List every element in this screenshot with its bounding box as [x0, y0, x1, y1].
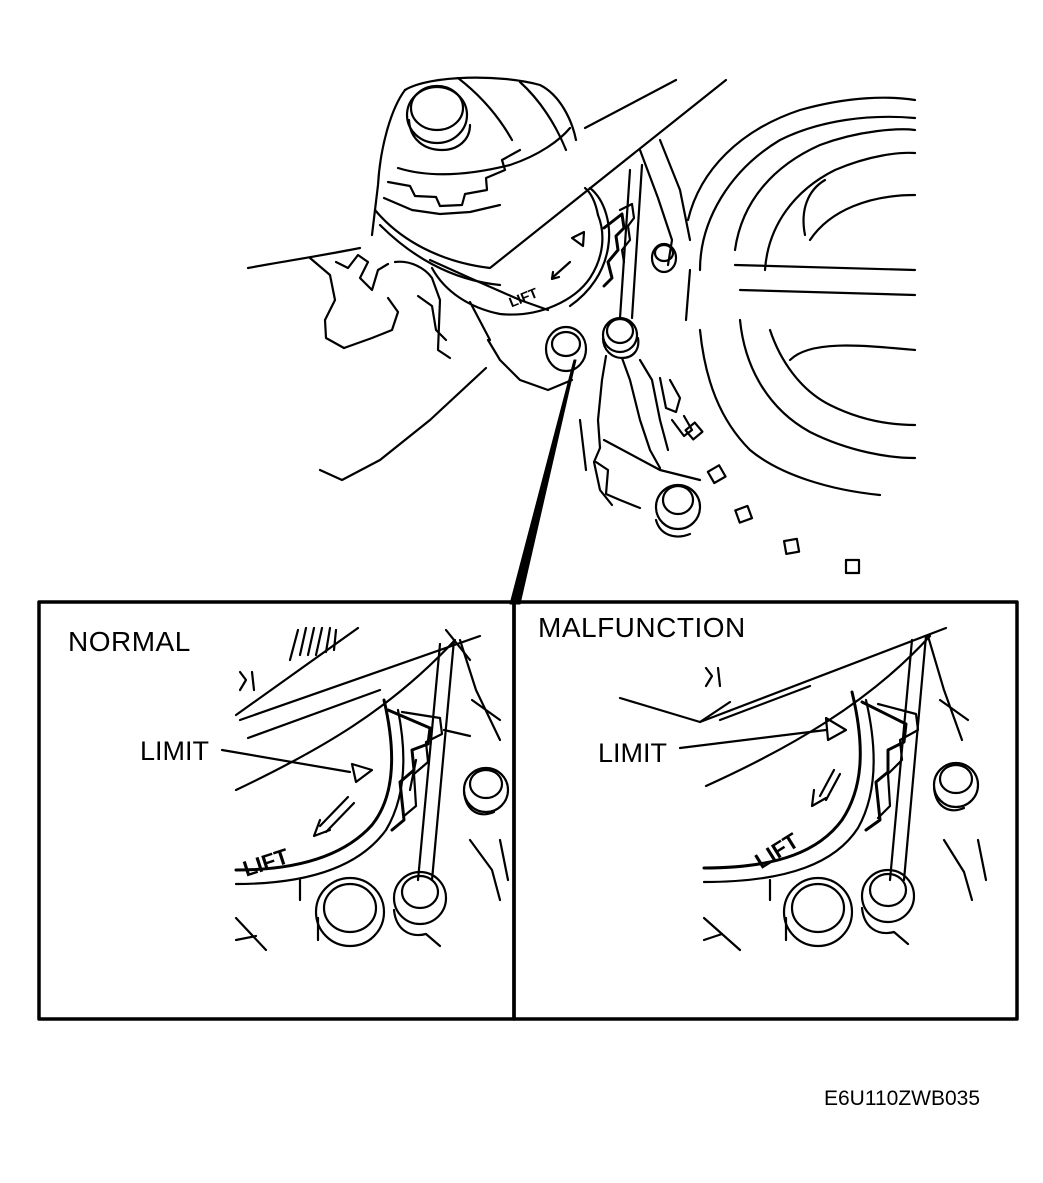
normal-lift-mark: LIFT [240, 843, 292, 881]
figure-code: E6U110ZWB035 [824, 1087, 981, 1110]
normal-limit-callout: LIMIT [140, 736, 210, 766]
panel-title-malfunction: MALFUNCTION [538, 612, 746, 643]
malfunction-limit-leader [678, 728, 828, 750]
normal-detail-drawing: LIFT [234, 626, 510, 952]
callout-leader [509, 359, 577, 605]
panel-frame-malfunction [512, 600, 1019, 1021]
panel-title-normal: NORMAL [68, 626, 191, 657]
malfunction-detail-drawing: LIFT [618, 626, 988, 952]
engine-overview: LIFT [246, 76, 917, 575]
malfunction-limit-callout: LIMIT [598, 738, 668, 768]
malfunction-lift-mark: LIFT [750, 828, 803, 874]
panel-frame-normal [37, 600, 516, 1021]
normal-limit-leader [220, 748, 352, 774]
